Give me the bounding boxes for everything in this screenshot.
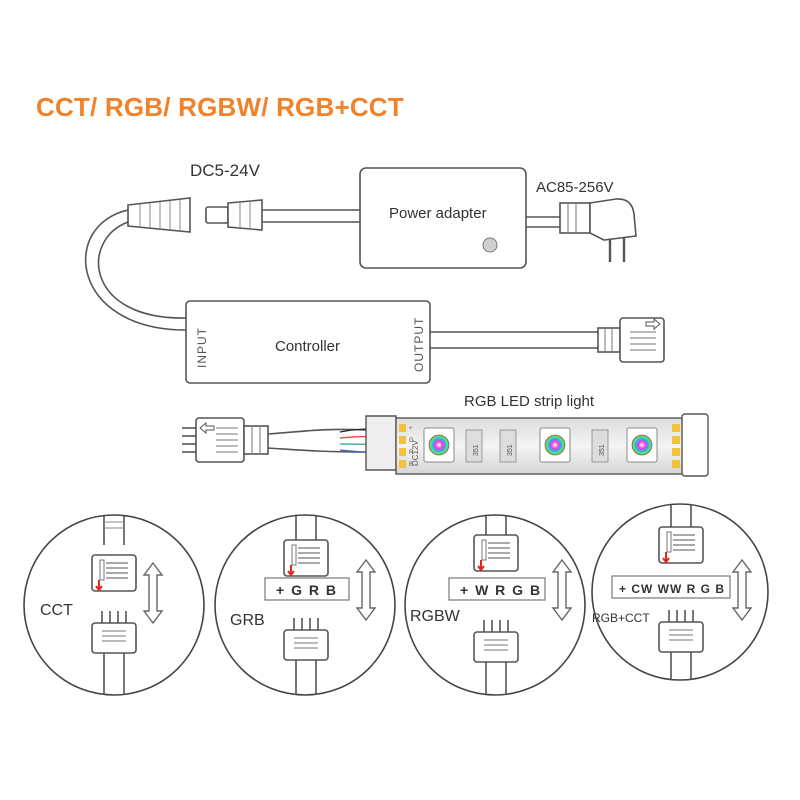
rgbcct-pin-label: + CW WW R G B (619, 582, 725, 596)
led-strip-icon (395, 413, 709, 477)
controller-label: Controller (275, 338, 340, 355)
ac-plug-icon (559, 198, 637, 262)
dc-voltage-label: DC5-24V (190, 161, 261, 180)
resistor-label: 351 (599, 444, 606, 456)
grb-pin-label: + G R B (276, 582, 337, 598)
strip-pin-label: G (409, 438, 414, 444)
dc-cable (84, 209, 187, 331)
dc-female-connector-icon (127, 197, 191, 233)
grb-label: GRB (230, 612, 265, 629)
grb-detail-circle (214, 514, 396, 696)
cct-label: CCT (40, 602, 73, 619)
resistor-label: 351 (507, 444, 514, 456)
controller-output-connector-icon (597, 317, 665, 363)
strip-pin-label: R (409, 450, 414, 456)
page-title: CCT/ RGB/ RGBW/ RGB+CCT (36, 92, 404, 122)
controller-output-label: OUTPUT (412, 317, 426, 372)
rgbw-pin-label: + W R G B (460, 582, 542, 598)
resistor-label: 351 (473, 444, 480, 456)
strip-pin-label: + (409, 426, 413, 432)
ac-voltage-label: AC85-256V (536, 179, 614, 196)
strip-connector-icon (182, 417, 269, 463)
strip-voltage-label: DC12V (411, 440, 420, 466)
power-adapter-box (359, 167, 527, 269)
controller-box (185, 300, 431, 384)
strip-pin-label: B (409, 462, 413, 468)
dc-male-plug-icon (205, 199, 263, 231)
strip-label: RGB LED strip light (464, 393, 595, 410)
rgbcct-label: RGB+CCT (592, 611, 650, 625)
rgbw-detail-circle (404, 514, 586, 696)
cct-detail-circle (23, 514, 205, 696)
controller-input-label: INPUT (195, 327, 209, 368)
rgbcct-detail-circle (591, 503, 769, 681)
rgbw-label: RGBW (410, 608, 461, 625)
power-adapter-label: Power adapter (389, 205, 487, 222)
